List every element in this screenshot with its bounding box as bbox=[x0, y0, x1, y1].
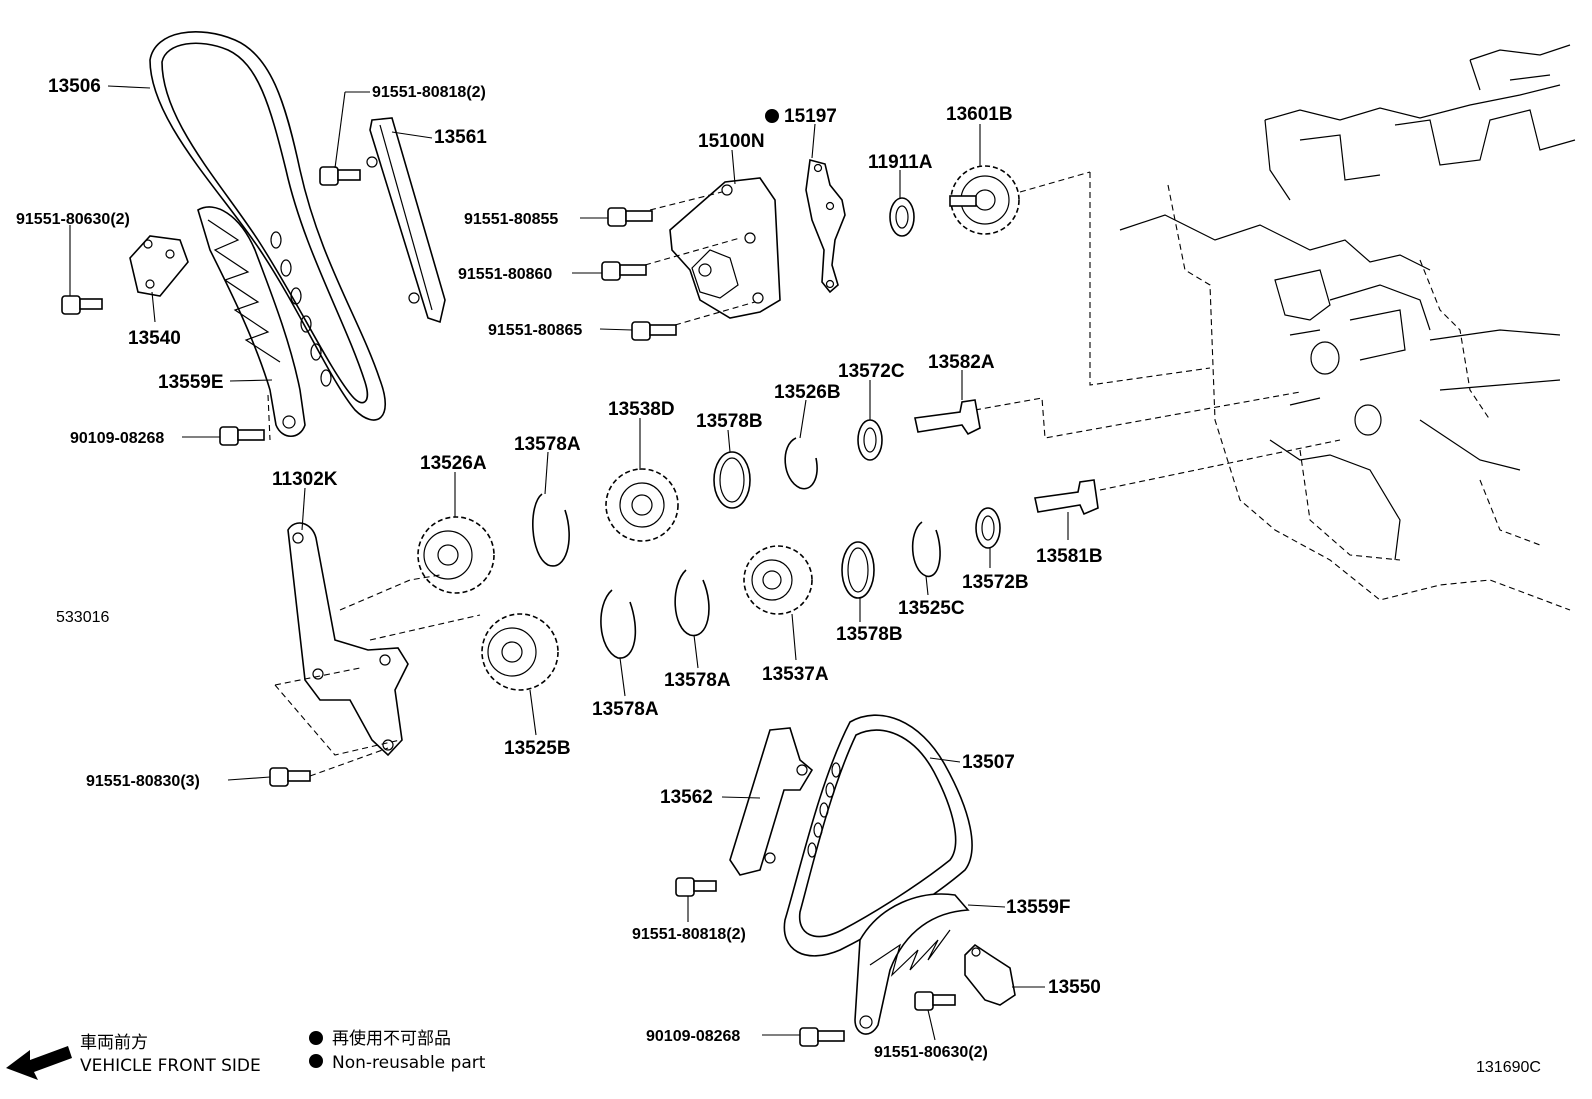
non-reusable-marker-icon bbox=[765, 109, 779, 123]
label-90109-08268-low[interactable]: 90109-08268 bbox=[646, 1028, 740, 1045]
label-91551-80830[interactable]: 91551-80830(3) bbox=[86, 773, 200, 790]
label-13581B[interactable]: 13581B bbox=[1036, 546, 1103, 567]
label-91551-80860[interactable]: 91551-80860 bbox=[458, 266, 552, 283]
label-13578A-mid[interactable]: 13578A bbox=[664, 670, 731, 691]
label-91551-80818-low[interactable]: 91551-80818(2) bbox=[632, 926, 746, 943]
tensioner-13540 bbox=[129, 235, 189, 297]
label-13572C[interactable]: 13572C bbox=[838, 361, 905, 382]
label-91551-80818-top[interactable]: 91551-80818(2) bbox=[372, 84, 486, 101]
label-13578B-top[interactable]: 13578B bbox=[696, 411, 763, 432]
label-13561[interactable]: 13561 bbox=[434, 127, 487, 148]
gasket-15197 bbox=[805, 158, 846, 294]
label-13559F[interactable]: 13559F bbox=[1006, 897, 1070, 918]
label-13525B[interactable]: 13525B bbox=[504, 738, 571, 759]
label-15197[interactable]: 15197 bbox=[784, 106, 837, 127]
label-13578A-top[interactable]: 13578A bbox=[514, 434, 581, 455]
tensioner-arm-13559F bbox=[854, 893, 970, 1035]
label-13526A[interactable]: 13526A bbox=[420, 453, 487, 474]
label-91551-80630-left[interactable]: 91551-80630(2) bbox=[16, 211, 130, 228]
diagram-code-right: 131690C bbox=[1476, 1059, 1541, 1076]
legend-dot-icon bbox=[309, 1031, 323, 1045]
label-90109-08268-top[interactable]: 90109-08268 bbox=[70, 430, 164, 447]
bolts-lower bbox=[675, 877, 956, 1047]
bolts-oil-pump bbox=[61, 166, 756, 446]
label-13540[interactable]: 13540 bbox=[128, 328, 181, 349]
legend-nonreuse-en: Non-reusable part bbox=[332, 1053, 486, 1073]
label-13578A-low[interactable]: 13578A bbox=[592, 699, 659, 720]
label-13506[interactable]: 13506 bbox=[48, 76, 101, 97]
leader-lines bbox=[69, 85, 1069, 1041]
label-13578B-low[interactable]: 13578B bbox=[836, 624, 903, 645]
gear-13601B bbox=[949, 165, 1020, 235]
oil-pump-15100N bbox=[669, 177, 781, 319]
bracket-11302K bbox=[269, 522, 481, 787]
tensioner-13550 bbox=[964, 943, 1016, 1006]
label-91551-80630-low[interactable]: 91551-80630(2) bbox=[874, 1044, 988, 1061]
label-13572B[interactable]: 13572B bbox=[962, 572, 1029, 593]
label-91551-80855[interactable]: 91551-80855 bbox=[464, 211, 558, 228]
legend-nonreuse-jp: 再使用不可部品 bbox=[332, 1028, 451, 1049]
part-labels: 13506 91551-80818(2) 13561 91551-80630(2… bbox=[16, 76, 1103, 1061]
label-13526B[interactable]: 13526B bbox=[774, 382, 841, 403]
label-13525C[interactable]: 13525C bbox=[898, 598, 965, 619]
label-13507[interactable]: 13507 bbox=[962, 752, 1015, 773]
oil-seal-11911A bbox=[889, 197, 915, 237]
tensioner-arm-13559E bbox=[197, 206, 306, 438]
legend: 車両前方 VEHICLE FRONT SIDE 再使用不可部品 Non-reus… bbox=[6, 1028, 486, 1080]
timing-chain-13506 bbox=[149, 31, 386, 421]
label-13537A[interactable]: 13537A bbox=[762, 664, 829, 685]
label-13582A[interactable]: 13582A bbox=[928, 352, 995, 373]
idler-shafts bbox=[857, 399, 1099, 549]
label-15100N[interactable]: 15100N bbox=[698, 131, 765, 152]
chain-guide-13561 bbox=[366, 117, 446, 324]
label-13559E[interactable]: 13559E bbox=[158, 372, 224, 393]
label-13562[interactable]: 13562 bbox=[660, 787, 713, 808]
chain-guide-13562 bbox=[729, 727, 814, 876]
legend-front-jp: 車両前方 bbox=[80, 1033, 148, 1053]
snap-rings bbox=[532, 437, 941, 659]
label-13550[interactable]: 13550 bbox=[1048, 977, 1101, 998]
gears bbox=[417, 468, 813, 691]
label-91551-80865[interactable]: 91551-80865 bbox=[488, 322, 582, 339]
legend-front-en: VEHICLE FRONT SIDE bbox=[80, 1056, 261, 1076]
front-arrow-icon bbox=[6, 1046, 72, 1080]
legend-dot-icon bbox=[309, 1054, 323, 1068]
label-11302K[interactable]: 11302K bbox=[272, 469, 338, 490]
label-13601B[interactable]: 13601B bbox=[946, 104, 1013, 125]
engine-block bbox=[1089, 44, 1576, 611]
label-13538D[interactable]: 13538D bbox=[608, 399, 675, 420]
diagram-code-left: 533016 bbox=[56, 609, 109, 626]
label-11911A[interactable]: 11911A bbox=[868, 152, 933, 173]
